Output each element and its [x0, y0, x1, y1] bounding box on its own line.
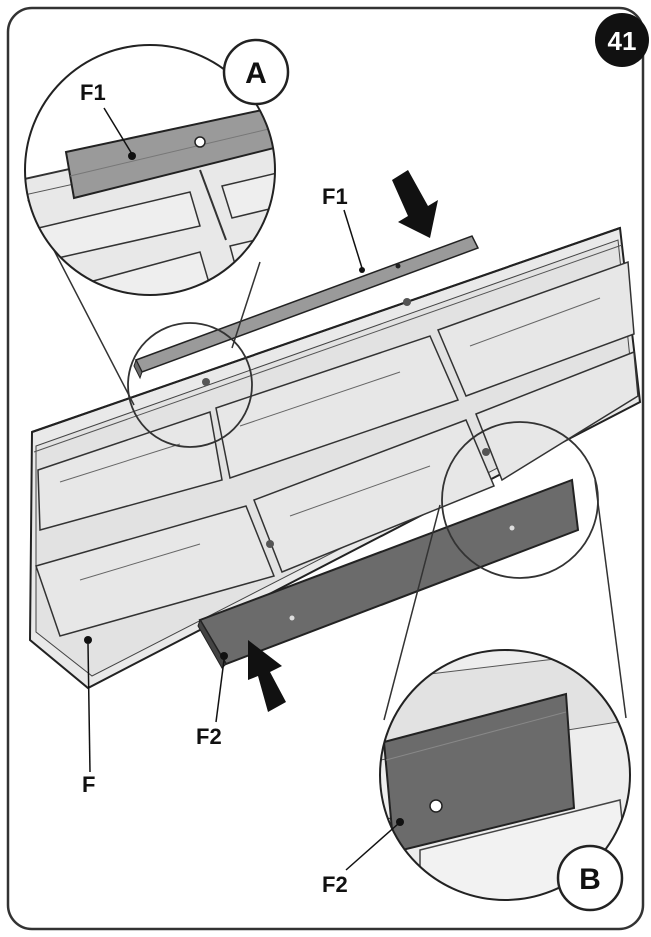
grille-cell	[253, 419, 495, 573]
clip-screw	[266, 540, 274, 548]
strip-f2	[197, 478, 580, 669]
detail-a	[24, 44, 276, 296]
grille-panel	[28, 226, 642, 690]
leader-f2-detail	[345, 823, 399, 871]
leader-f	[87, 643, 91, 773]
strip-f1	[133, 235, 480, 380]
leader-f2-main	[215, 659, 225, 723]
step-number: 41	[608, 26, 637, 56]
label-f1-detail: F1	[80, 80, 106, 105]
push-arrow-up	[248, 640, 286, 712]
clip-screw	[202, 378, 210, 386]
label-f2-main: F2	[196, 724, 222, 749]
grille-cell	[436, 260, 635, 397]
detail-a-badge: A	[222, 38, 290, 106]
detail-b-badge: B	[556, 844, 624, 912]
grille-cell	[475, 350, 639, 482]
f-reference-dot	[84, 636, 92, 644]
clip-screw	[482, 448, 490, 456]
detail-a-label: A	[245, 57, 267, 90]
grille-cell	[37, 411, 223, 531]
grille-cell	[215, 335, 460, 479]
step-badge: 41	[595, 13, 649, 67]
label-f: F	[82, 772, 95, 797]
detail-b-label: B	[579, 863, 601, 896]
leader-f1-main	[343, 209, 363, 269]
leader-f1-detail	[103, 107, 133, 155]
detail-a-source-circle	[127, 322, 253, 448]
grille-cell	[35, 505, 276, 637]
push-arrow-down	[392, 170, 438, 238]
clip-screw	[403, 298, 411, 306]
label-f2-detail: F2	[322, 872, 348, 897]
label-f1-main: F1	[322, 184, 348, 209]
